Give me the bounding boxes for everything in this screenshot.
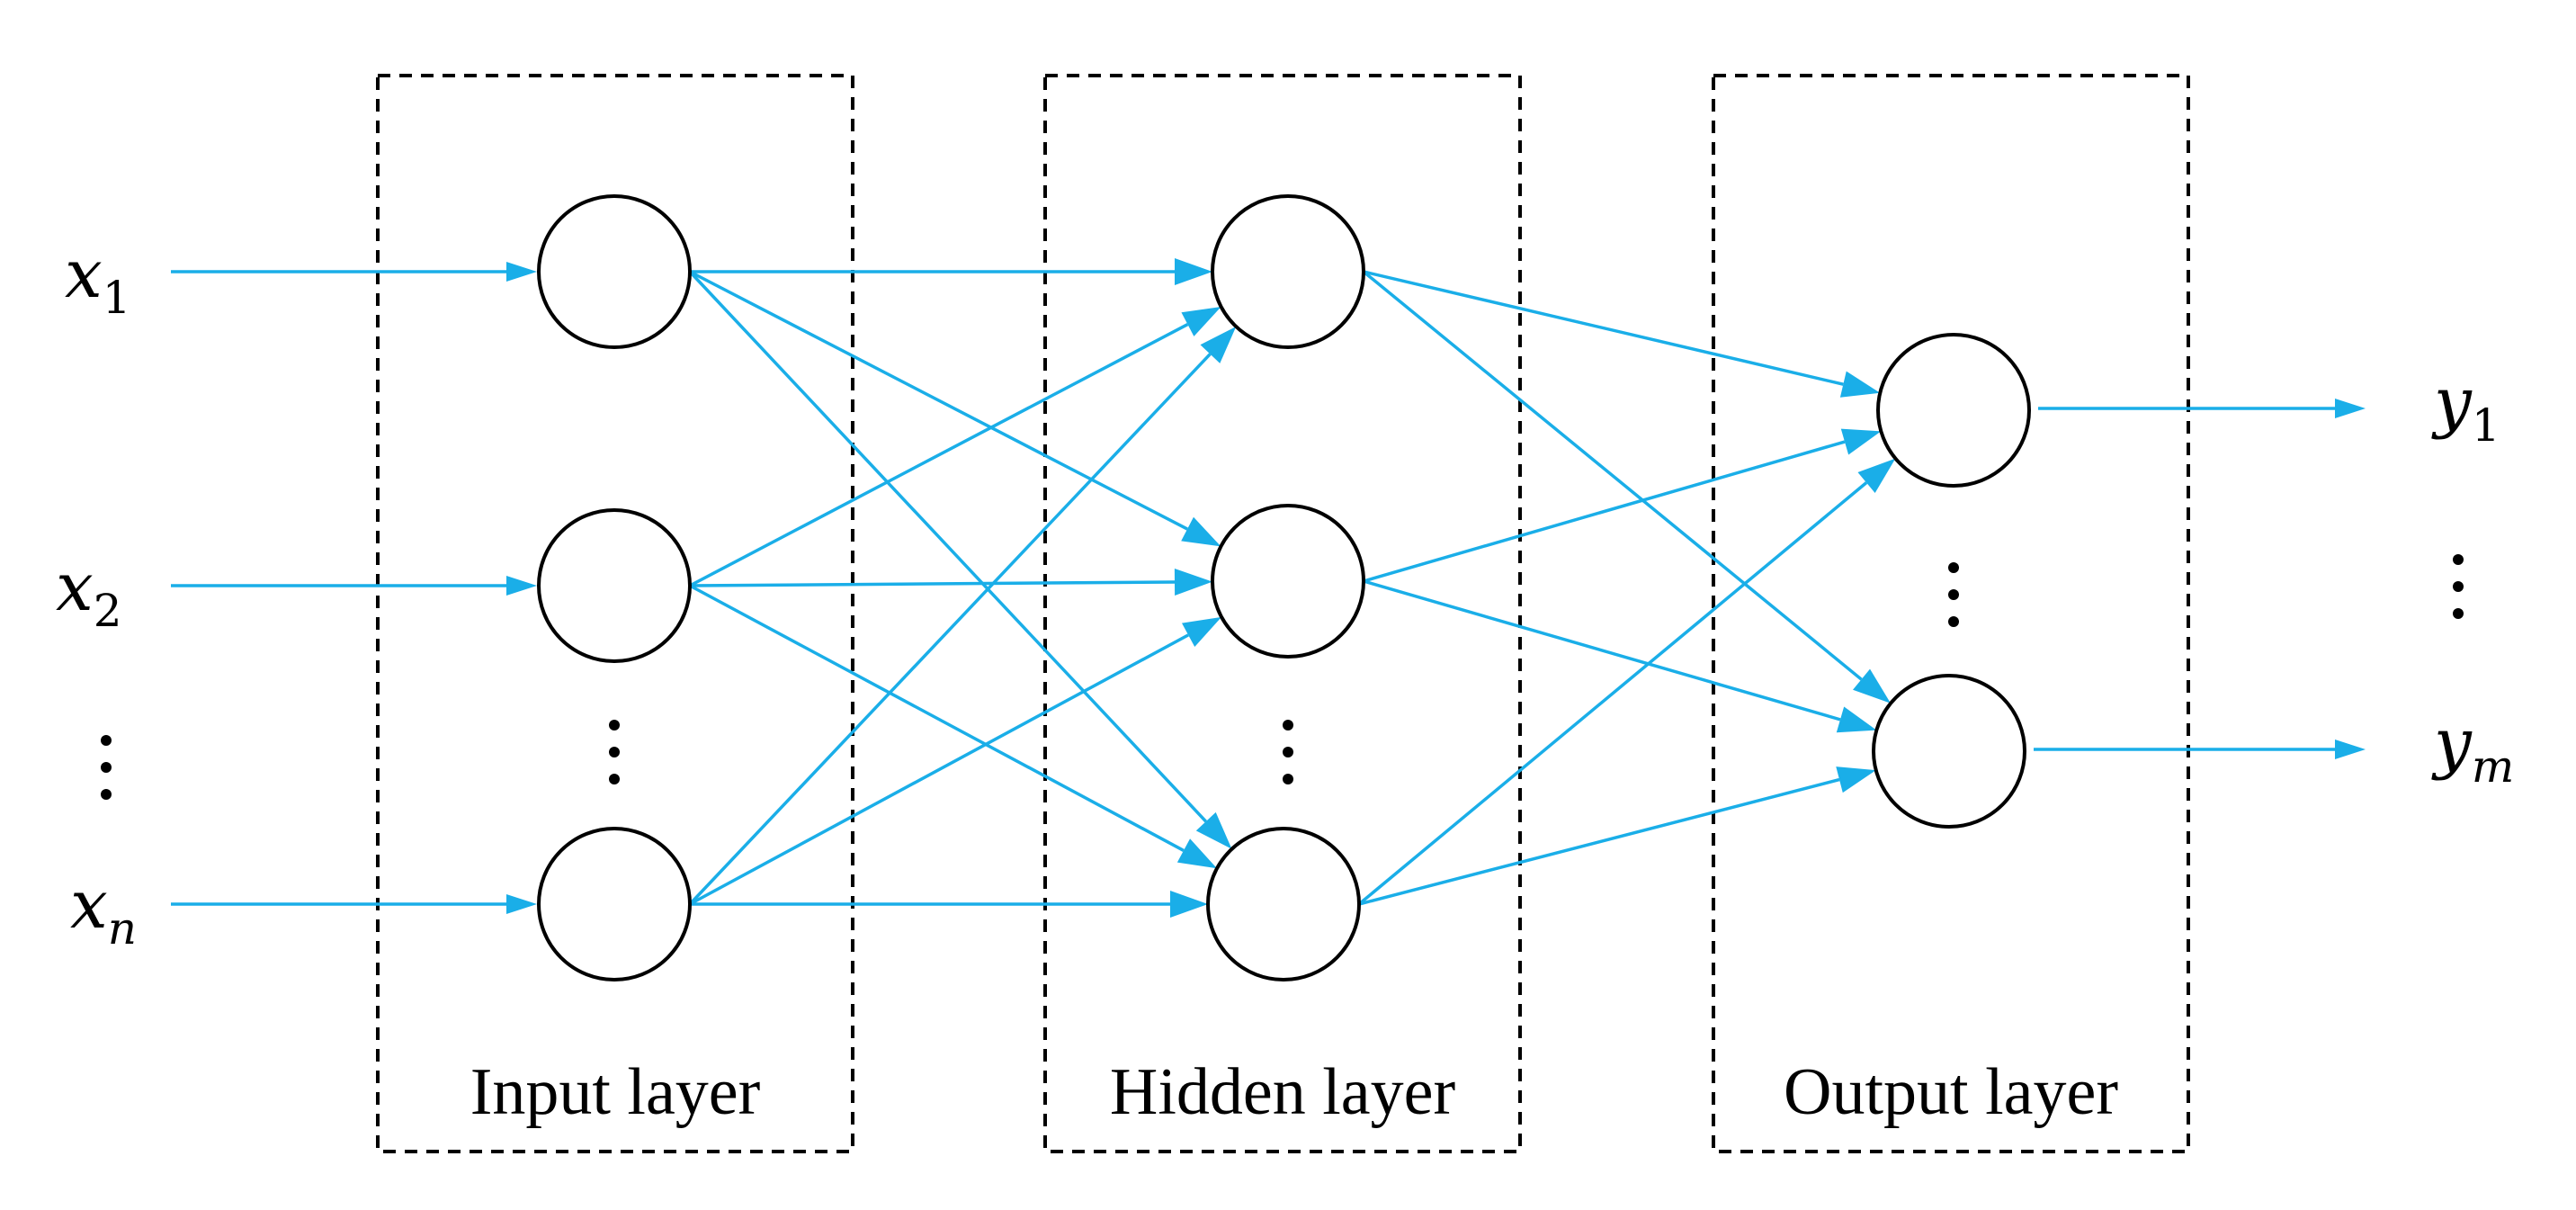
edge-input2-hidden3-arrowhead (1176, 838, 1217, 869)
input-layer-label: Input layer (470, 1055, 761, 1129)
input-arrow-2-arrowhead (506, 576, 537, 596)
input-label-x2: x2 (56, 549, 122, 637)
input-label-x1: x1 (65, 236, 131, 324)
output-label-ym: ym (2431, 704, 2514, 793)
edge-input3-hidden3-arrowhead (1170, 891, 1208, 918)
edge-input1-hidden1-arrowhead (1175, 258, 1212, 285)
edge-input1-hidden2 (689, 270, 1188, 531)
output-neuron-m (1872, 674, 2026, 829)
edge-hidden2-output2 (1363, 579, 1841, 722)
edge-hidden1-output2 (1362, 270, 1863, 681)
edge-input1-hidden2-arrowhead (1181, 516, 1221, 547)
edge-hidden2-output1 (1363, 440, 1846, 583)
edge-input2-hidden1-arrowhead (1181, 307, 1221, 336)
input-layer-ellipsis (609, 720, 620, 784)
connections (171, 258, 2366, 918)
edge-hidden3-output2 (1358, 777, 1840, 906)
input-arrow-3-arrowhead (506, 894, 537, 914)
input-label-xn: xn (70, 866, 137, 955)
edge-hidden3-output2-arrowhead (1836, 766, 1876, 793)
input-neuron-n (537, 827, 692, 981)
edge-input2-hidden2-arrowhead (1174, 568, 1213, 596)
edge-hidden1-output1 (1363, 270, 1844, 386)
output-layer-label: Output layer (1784, 1055, 2118, 1129)
edge-input3-hidden1 (688, 353, 1212, 906)
edge-hidden2-output1-arrowhead (1840, 428, 1882, 455)
output-layer-ellipsis (1948, 562, 1959, 627)
input-neuron-1 (537, 194, 692, 349)
hidden-layer-ellipsis (1283, 720, 1293, 784)
output-arrow-1-arrowhead (2335, 399, 2366, 418)
input-layer-box (376, 74, 854, 1153)
edge-input2-hidden3 (689, 584, 1185, 852)
edge-hidden1-output1-arrowhead (1839, 371, 1881, 398)
edge-hidden2-output2-arrowhead (1836, 706, 1877, 733)
edge-hidden3-output1 (1357, 481, 1868, 906)
hidden-layer-box (1043, 74, 1522, 1153)
edge-input3-hidden1-arrowhead (1200, 327, 1237, 363)
edge-input1-hidden3-arrowhead (1195, 811, 1232, 849)
hidden-neuron-2 (1211, 504, 1365, 659)
input-column-ellipsis (101, 735, 112, 800)
edge-hidden1-output2-arrowhead (1853, 668, 1892, 704)
output-neurons (1872, 333, 2031, 829)
edge-input3-hidden2 (689, 633, 1189, 906)
hidden-neuron-1 (1211, 194, 1365, 349)
edge-input1-hidden3 (688, 270, 1208, 823)
output-column-ellipsis (2453, 554, 2464, 619)
output-label-y1: y1 (2431, 363, 2500, 452)
edge-input2-hidden1 (689, 323, 1189, 587)
edge-input3-hidden2-arrowhead (1181, 616, 1222, 648)
output-arrow-2-arrowhead (2335, 739, 2366, 759)
output-neuron-1 (1876, 333, 2031, 488)
input-arrow-1-arrowhead (506, 262, 537, 282)
output-layer-box (1712, 74, 2190, 1153)
input-neuron-2 (537, 508, 692, 663)
hidden-neuron-n (1206, 827, 1361, 981)
hidden-layer-label: Hidden layer (1110, 1055, 1455, 1129)
edge-input2-hidden2 (689, 580, 1176, 587)
edge-hidden3-output1-arrowhead (1857, 458, 1896, 494)
hidden-neurons (1206, 194, 1365, 981)
input-neurons (537, 194, 692, 981)
